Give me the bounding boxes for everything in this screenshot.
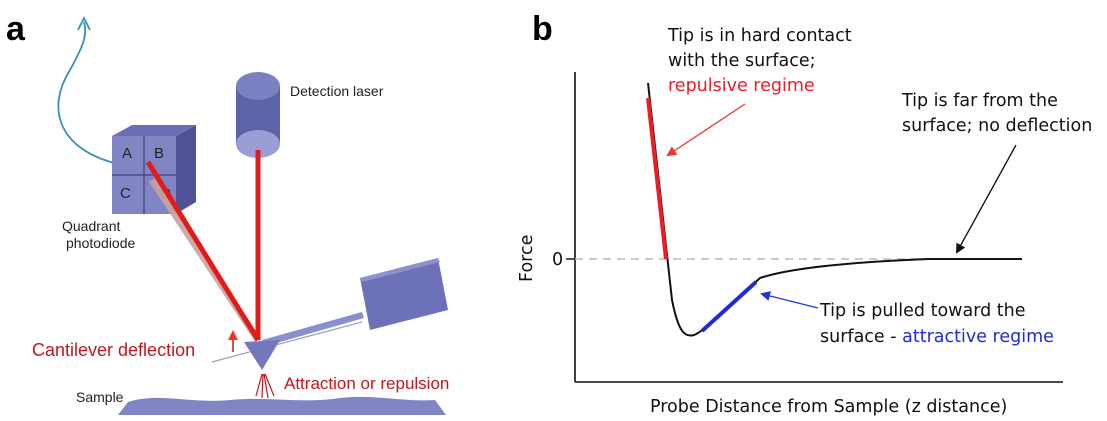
x-axis-label: Probe Distance from Sample (z distance) — [650, 397, 1007, 417]
signal-wire-arrow-icon — [77, 15, 91, 31]
reflected-laser-beam — [145, 160, 261, 342]
quadrant-cell-b: B — [154, 145, 164, 162]
attractive-pointer-arrow-icon — [760, 291, 819, 309]
repulsive-segment — [646, 97, 668, 260]
sample-surface — [118, 396, 446, 415]
annotation-attractive-line1: Tip is pulled toward the — [819, 301, 1025, 321]
quadrant-cell-c: C — [120, 185, 131, 202]
cantilever-reference-line — [211, 321, 363, 363]
far-pointer-arrow-icon — [956, 144, 1017, 254]
quadrant-cell-a: A — [122, 145, 132, 162]
annotation-repulsive-line2: with the surface; — [668, 51, 816, 71]
interaction-label: Attraction or repulsion — [284, 374, 449, 393]
annotation-repulsive-line1: Tip is in hard contact — [667, 26, 852, 46]
y-axis-label: Force — [517, 235, 537, 282]
sample-label: Sample — [76, 389, 124, 405]
annotation-attractive-prefix: surface - — [820, 327, 902, 347]
interaction-rays-icon — [255, 373, 275, 399]
detection-laser-icon — [236, 72, 280, 158]
annotation-far-line1: Tip is far from the — [901, 91, 1058, 111]
quadrant-label-line1: Quadrant — [62, 218, 120, 234]
panel-b-letter: b — [532, 10, 553, 48]
attractive-segment — [700, 280, 758, 333]
panel-b: b 0 Force Probe Distance from Sample (z … — [517, 10, 1092, 417]
annotation-attractive-line2: surface - attractive regime — [820, 327, 1054, 347]
cantilever-deflection-label: Cantilever deflection — [32, 340, 195, 360]
quadrant-label-line2: photodiode — [66, 235, 136, 251]
panel-a: a Detection laser A B C D Quadrant photo… — [6, 10, 449, 415]
repulsive-pointer-arrow-icon — [666, 103, 746, 157]
detection-laser-label: Detection laser — [290, 83, 384, 99]
panel-a-letter: a — [6, 10, 26, 48]
cantilever-beam — [262, 312, 364, 346]
afm-tip-icon — [244, 340, 280, 370]
signal-wire — [57, 21, 119, 165]
annotation-attractive-highlight: attractive regime — [902, 327, 1054, 347]
zero-tick-label: 0 — [552, 250, 563, 270]
annotation-far-line2: surface; no deflection — [902, 116, 1092, 136]
cantilever-chip-icon — [360, 258, 448, 330]
annotation-repulsive-line3: repulsive regime — [668, 76, 815, 96]
